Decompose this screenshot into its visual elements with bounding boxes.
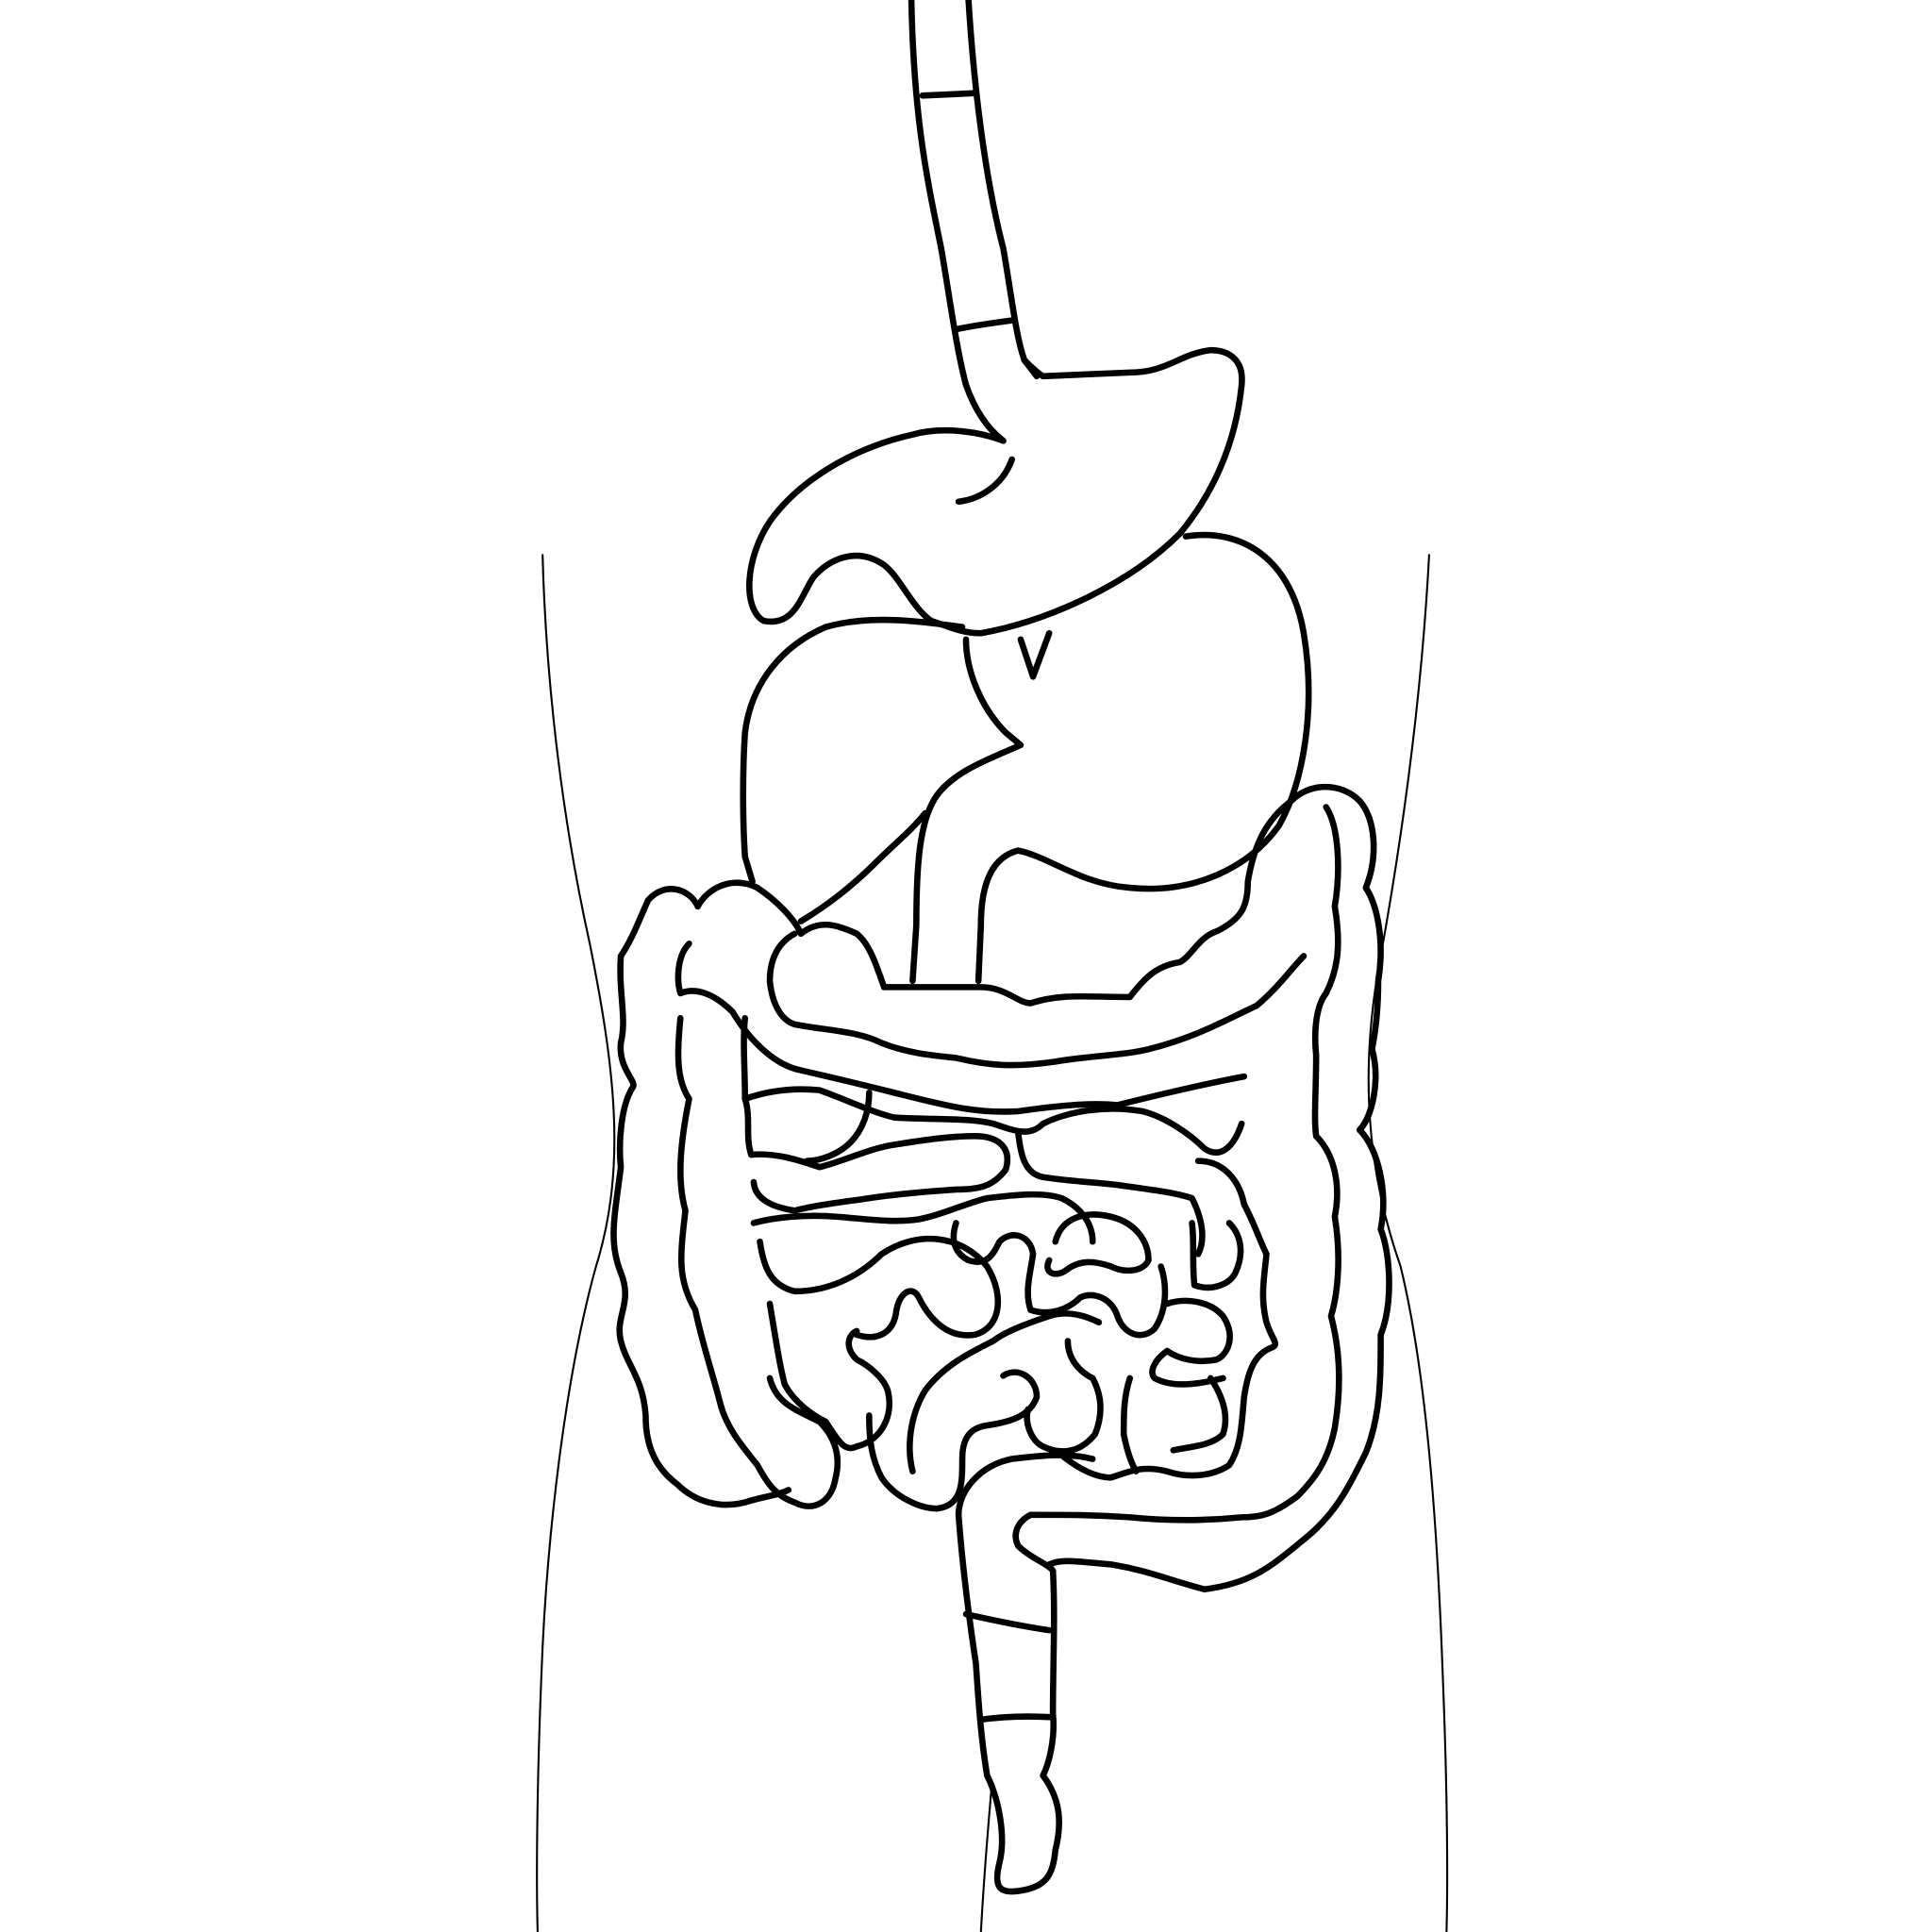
liver-fissure xyxy=(955,456,1015,506)
small-intestine-row-3 xyxy=(1014,1129,1206,1257)
body-outline-right xyxy=(1367,554,1449,1932)
gallbladder-notch xyxy=(1017,629,1053,680)
esophagus-right-wall xyxy=(965,0,1041,380)
small-intestine-loop-b xyxy=(950,1220,1169,1339)
small-intestine-row-1 xyxy=(741,1086,1245,1156)
transverse-colon xyxy=(694,797,1295,1007)
esophagus xyxy=(908,0,1041,444)
small-intestine-loop-h xyxy=(1024,1338,1104,1455)
small-intestine-loop-a xyxy=(757,1235,1002,1341)
small-intestine-loop-l xyxy=(741,1014,755,1158)
rectum-band-upper xyxy=(962,1610,1053,1634)
esophagus-band-upper xyxy=(919,90,979,99)
body-outline xyxy=(536,554,1449,1932)
stomach-outline xyxy=(974,531,1312,985)
small-intestine-loop-j xyxy=(1120,1374,1140,1474)
body-outline-left xyxy=(536,554,616,1932)
descending-colon-inner xyxy=(1012,804,1342,1574)
small-intestine-loop-f xyxy=(866,1369,1041,1512)
large-intestine xyxy=(610,783,1392,1895)
small-intestine-loop-n xyxy=(1189,1220,1244,1291)
small-intestine-loop-e xyxy=(766,1300,893,1452)
small-intestine-loop-c xyxy=(1044,1211,1152,1277)
small-intestine-loop-d xyxy=(1058,1158,1279,1481)
stomach-lesser-curve xyxy=(909,636,1024,985)
small-intestine-loop-i xyxy=(1149,1297,1233,1388)
ascending-colon-inner xyxy=(675,1014,841,1509)
transverse-colon-lower xyxy=(675,941,1248,1115)
esophagus-band-lower xyxy=(954,317,1015,333)
small-intestine-row-4 xyxy=(750,1191,1096,1245)
small-intestine xyxy=(741,1014,1279,1512)
descending-colon xyxy=(1045,783,1392,1593)
rectum-band-lower xyxy=(977,1713,1057,1724)
rectum xyxy=(955,1452,1096,1895)
small-intestine-loop-g xyxy=(907,1310,1103,1474)
small-intestine-loop-m xyxy=(804,1089,873,1164)
colon-haustra-upper xyxy=(766,930,1307,1069)
small-intestine-loop-k xyxy=(1170,1374,1229,1454)
esophagus-left-wall xyxy=(908,0,1007,444)
inner-thigh-line xyxy=(979,1780,993,1932)
duodenum-outline xyxy=(797,809,928,924)
stomach xyxy=(909,531,1312,985)
liver-lower-lobe xyxy=(740,616,966,885)
liver-outline xyxy=(746,346,1245,637)
ascending-colon xyxy=(610,886,792,1508)
small-intestine-row-2 xyxy=(748,1133,1010,1214)
duodenum-region xyxy=(740,616,966,924)
